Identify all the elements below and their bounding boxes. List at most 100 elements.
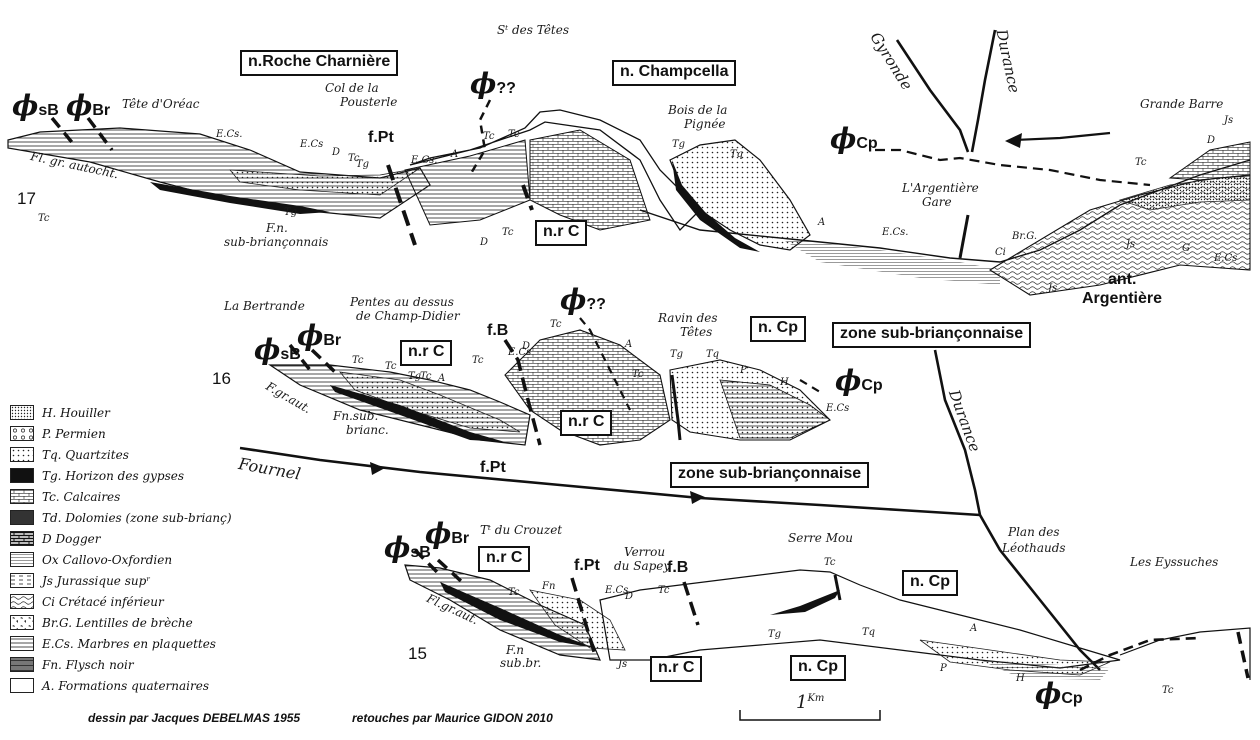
legend-label: Formations quaternaires	[58, 678, 210, 693]
legend-text: Br.G. Lentilles de brèche	[42, 616, 193, 630]
s17-fault-rc	[521, 184, 534, 211]
legend-row: Fn. Flysch noir	[10, 654, 330, 675]
phi-unknown-label-16: ϕ??	[560, 283, 606, 316]
section-15-profile	[404, 548, 1251, 721]
legend-text: D Dogger	[42, 532, 101, 546]
s16-tag: E.Cs	[508, 347, 532, 358]
s16-right-strata	[719, 379, 831, 439]
legend-label: Permien	[55, 426, 106, 441]
s17-tag: E.Cs	[1214, 253, 1238, 264]
s15-tag: H	[1016, 673, 1025, 684]
nappe-ncp-box-15-low: n. Cp	[790, 655, 846, 681]
legend-code: Td.	[42, 510, 62, 525]
s17-fault-br	[86, 116, 114, 152]
s17-fault-pt	[386, 164, 417, 246]
phi-cp-label-15: ϕCp	[1035, 677, 1083, 710]
legend-label: Horizon des gypses	[65, 468, 184, 483]
legend-swatch	[10, 468, 34, 483]
legend-swatch	[10, 426, 34, 441]
ant-argentiere-label-1: ant.	[1108, 271, 1137, 288]
s16-tag: Tc	[385, 361, 397, 372]
s16-tag: Tg	[408, 371, 422, 382]
s17-grande-barre	[1168, 141, 1251, 181]
legend-row: Tg. Horizon des gypses	[10, 465, 330, 486]
ravin-tetes-label-2: Têtes	[680, 325, 713, 339]
zone-sub-brianconnaise-box-right: zone sub-briançonnaise	[832, 322, 1032, 348]
s16-tag: Tq	[706, 349, 720, 360]
serre-mou-label: Serre Mou	[788, 531, 853, 545]
s17-tag: Tq	[730, 149, 744, 160]
fn-sub-label-15-1: F.n	[506, 643, 524, 657]
s15-tag: P	[940, 663, 947, 674]
fault-fpt-label-15: f.Pt	[574, 557, 600, 574]
s15-tag: Tq	[862, 627, 876, 638]
legend-swatch	[10, 636, 34, 651]
s17-tag: Js	[1224, 115, 1234, 126]
legend-text: Tc. Calcaires	[42, 490, 120, 504]
section-17-number: 17	[17, 189, 36, 208]
s17-tag: D	[332, 147, 341, 158]
grande-barre-label: Grande Barre	[1140, 97, 1224, 111]
s15-gypsum	[770, 590, 840, 615]
argentiere-gare-label-1: L'Argentière	[902, 181, 979, 195]
s15-tag: Tc	[508, 587, 520, 598]
s15-overthrust-cp	[1079, 636, 1201, 672]
s16-tag: Tc	[472, 355, 484, 366]
legend-row: Td. Dolomies (zone sub-brianç)	[10, 507, 330, 528]
ant-argentiere-label-2: Argentière	[1082, 290, 1163, 307]
fault-fb-label-16: f.B	[487, 322, 509, 339]
s16-tag: Tc	[550, 319, 562, 330]
s16-fault-br	[310, 348, 337, 374]
fn-sub-label-2: sub-briançonnais	[224, 235, 329, 249]
s16-tag: E.Cs	[826, 403, 850, 414]
legend-text: Tg. Horizon des gypses	[42, 469, 184, 483]
legend-row: E.Cs. Marbres en plaquettes	[10, 633, 330, 654]
fn-sub-label-16-2: brianc.	[346, 423, 389, 437]
s16-tag: Tc	[352, 355, 364, 366]
s15-tag: Fn	[542, 581, 556, 592]
nappe-nrc-box-16-low: n.r C	[560, 410, 613, 436]
phi-sb-label-16: ϕsB	[254, 333, 301, 366]
s17-fault-gare	[958, 214, 970, 259]
legend-code: Ci	[42, 594, 56, 609]
s17-tag: Tc	[508, 129, 520, 140]
phi-br-label-17: ϕBr	[66, 89, 111, 122]
legend-text: E.Cs. Marbres en plaquettes	[42, 637, 216, 651]
s17-argentiere-cap	[1118, 175, 1251, 211]
verrou-label-1: Verrou	[624, 545, 666, 559]
s16-durance-river	[933, 349, 1101, 671]
s15-fault-right	[1236, 631, 1250, 679]
legend-swatch	[10, 594, 34, 609]
scale-bar	[739, 710, 881, 721]
s17-dotted-band	[229, 167, 421, 196]
legend-label: Quartzites	[65, 447, 129, 462]
pentes-label-1: Pentes au dessus	[350, 295, 454, 309]
bois-pignee-label-1: Bois de la	[668, 103, 728, 117]
s17-tag: E.Cs.	[411, 155, 438, 166]
section-15-number: 15	[408, 644, 427, 663]
legend-swatch	[10, 405, 34, 420]
s17-tag: D	[480, 237, 489, 248]
les-eyssuches-label: Les Eyssuches	[1130, 555, 1219, 569]
s17-tag: A	[818, 217, 826, 228]
scale-label: 1Km	[796, 692, 825, 713]
legend-text: Ci Crétacé inférieur	[42, 595, 164, 609]
legend-row: H. Houiller	[10, 402, 330, 423]
s16-fault-sb	[288, 343, 312, 372]
col-pousterle-label-1: Col de la	[325, 81, 379, 95]
legend-swatch	[10, 657, 34, 672]
section-16-profile	[239, 317, 1101, 671]
s17-gyronde-river	[895, 39, 970, 153]
s17-valley-strata	[780, 238, 1000, 285]
nappe-ncp-box-15-top: n. Cp	[902, 570, 958, 596]
fault-fpt-label-16: f.Pt	[480, 459, 506, 476]
s17-tag: Br.G.	[1012, 231, 1038, 242]
legend-swatch	[10, 615, 34, 630]
legend-label: Dolomies (zone sub-brianç)	[65, 510, 232, 525]
s17-tag: Tc	[348, 153, 360, 164]
s15-fault-br	[436, 558, 464, 584]
legend-label: Lentilles de brèche	[75, 615, 193, 630]
legend-row: Br.G. Lentilles de brèche	[10, 612, 330, 633]
legend-row: Js Jurassique supʳ	[10, 570, 330, 591]
